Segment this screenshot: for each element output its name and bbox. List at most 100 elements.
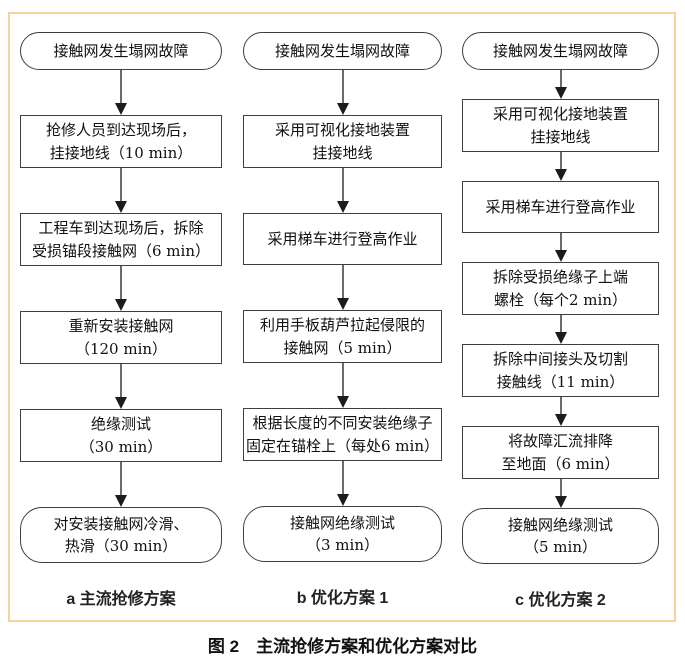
node-text-line: 接触线（11 min）	[496, 372, 625, 391]
column-caption-c: c 优化方案 2	[515, 592, 606, 609]
down-arrow	[114, 266, 128, 311]
arrow-stem	[120, 462, 122, 495]
node-text-line: 根据长度的不同安装绝缘子	[252, 414, 433, 432]
flow-node-terminal: 接触网绝缘测试 （3 min）	[243, 506, 442, 562]
flow-node-terminal: 接触网发生塌网故障	[243, 32, 442, 70]
node-text-line: 热滑（30 min）	[64, 537, 178, 555]
down-arrow	[114, 462, 128, 507]
down-arrow	[554, 397, 568, 426]
node-text-line: 接触网绝缘测试	[507, 515, 613, 534]
arrow-head-icon	[336, 201, 349, 213]
arrow-stem	[559, 70, 562, 87]
flow-node-terminal: 接触网绝缘测试 （5 min）	[462, 508, 659, 564]
node-text-line: 对安装接触网冷滑、	[53, 514, 189, 533]
arrow-stem	[559, 315, 562, 332]
figure-caption: 图 2 主流抢修方案和优化方案对比	[207, 637, 478, 656]
node-text-line: 接触网发生塌网故障	[274, 41, 410, 60]
flow-node-process: 将故障汇流排降至地面（6 min）	[462, 426, 659, 479]
arrow-stem	[341, 265, 344, 298]
node-text-line: 重新安装接触网	[68, 317, 174, 335]
flow-column-a: 接触网发生塌网故障抢修人员到达现场后，挂接地线（10 min） 工程车到达现场后，…	[20, 32, 222, 609]
down-arrow	[114, 168, 128, 213]
flow-node-process: 采用可视化接地装置挂接地线	[462, 99, 659, 152]
node-text-line: 接触网发生塌网故障	[492, 41, 628, 60]
node-text-line: 抢修人员到达现场后，	[45, 121, 196, 139]
arrow-head-icon	[115, 495, 127, 507]
flow-column-b: 接触网发生塌网故障采用可视化接地装置挂接地线采用梯车进行登高作业利用手板葫芦拉起…	[243, 32, 442, 608]
arrow-head-icon	[336, 103, 349, 115]
arrow-head-icon	[336, 494, 349, 506]
flow-node-process: 利用手板葫芦拉起侵限的接触网（5 min）	[243, 310, 442, 363]
down-arrow	[336, 265, 350, 310]
flow-node-process: 采用梯车进行登高作业	[243, 213, 442, 265]
arrow-stem	[120, 70, 122, 103]
arrow-head-icon	[115, 103, 127, 115]
arrow-stem	[120, 168, 122, 201]
figure-frame: 接触网发生塌网故障抢修人员到达现场后，挂接地线（10 min） 工程车到达现场后，…	[8, 12, 676, 622]
arrow-stem	[341, 70, 344, 103]
arrow-head-icon	[336, 298, 349, 310]
down-arrow	[114, 364, 128, 409]
flow-node-process: 拆除中间接头及切割接触线（11 min）	[462, 344, 659, 397]
flow-node-process: 重新安装接触网（120 min）	[20, 311, 222, 364]
columns-wrap: 接触网发生塌网故障抢修人员到达现场后，挂接地线（10 min） 工程车到达现场后，…	[10, 14, 674, 620]
arrow-head-icon	[115, 299, 127, 311]
node-text-line: 拆除中间接头及切割	[492, 350, 628, 368]
arrow-stem	[559, 479, 562, 496]
node-text-line: 至地面（6 min）	[501, 454, 620, 473]
node-text-line: 将故障汇流排降	[507, 432, 613, 450]
node-text-line: 挂接地线	[530, 127, 591, 146]
node-text-line: 拆除受损绝缘子上端	[492, 268, 628, 286]
node-text-line: （5 min）	[524, 538, 597, 556]
node-text-line: 绝缘测试	[90, 415, 151, 433]
node-text-line: 挂接地线	[312, 143, 373, 162]
arrow-head-icon	[115, 201, 127, 213]
column-caption-b: b 优化方案 1	[296, 590, 389, 607]
flow-node-terminal: 接触网发生塌网故障	[20, 32, 222, 70]
flow-node-process: 抢修人员到达现场后，挂接地线（10 min）	[20, 115, 222, 168]
down-arrow	[114, 70, 128, 115]
down-arrow	[336, 70, 350, 115]
arrow-head-icon	[336, 396, 349, 408]
flow-node-terminal: 接触网发生塌网故障	[462, 32, 659, 70]
flow-node-process: 绝缘测试 （30 min）	[20, 409, 222, 462]
down-arrow	[554, 152, 568, 181]
arrow-head-icon	[115, 397, 127, 409]
down-arrow	[554, 315, 568, 344]
flow-node-terminal: 对安装接触网冷滑、热滑（30 min）	[20, 507, 222, 563]
down-arrow	[554, 233, 568, 262]
node-text-line: 受损锚段接触网（6 min）	[32, 241, 210, 260]
arrow-stem	[120, 364, 122, 397]
column-caption-a: a 主流抢修方案	[66, 591, 176, 608]
node-text-line: 采用梯车进行登高作业	[267, 229, 418, 248]
flow-node-process: 根据长度的不同安装绝缘子固定在锚栓上（每处6 min）	[243, 408, 442, 461]
node-text-line: 采用梯车进行登高作业	[485, 197, 636, 216]
node-text-line: 接触网绝缘测试	[289, 513, 395, 532]
down-arrow	[336, 168, 350, 213]
node-text-line: （3 min）	[306, 536, 379, 554]
node-text-line: 固定在锚栓上（每处6 min）	[246, 436, 439, 455]
arrow-stem	[120, 266, 122, 299]
flow-node-process: 拆除受损绝缘子上端螺栓（每个2 min）	[462, 262, 659, 315]
node-text-line: 利用手板葫芦拉起侵限的	[259, 316, 425, 334]
arrow-head-icon	[554, 169, 567, 181]
node-text-line: 工程车到达现场后，拆除	[38, 219, 204, 237]
down-arrow	[336, 363, 350, 408]
down-arrow	[554, 479, 568, 508]
flow-node-process: 采用梯车进行登高作业	[462, 181, 659, 233]
node-text-line: 接触网发生塌网故障	[53, 41, 189, 60]
arrow-stem	[341, 168, 344, 201]
node-text-line: 采用可视化接地装置	[274, 121, 410, 139]
node-text-line: 采用可视化接地装置	[492, 105, 628, 123]
arrow-stem	[559, 152, 562, 169]
flow-node-process: 采用可视化接地装置挂接地线	[243, 115, 442, 168]
node-text-line: 螺栓（每个2 min）	[494, 290, 627, 309]
arrow-head-icon	[554, 332, 567, 344]
arrow-head-icon	[554, 87, 567, 99]
flow-node-process: 工程车到达现场后，拆除受损锚段接触网（6 min）	[20, 213, 222, 266]
node-text-line: （30 min）	[79, 437, 163, 456]
down-arrow	[554, 70, 568, 99]
arrow-head-icon	[554, 496, 567, 508]
down-arrow	[336, 461, 350, 506]
